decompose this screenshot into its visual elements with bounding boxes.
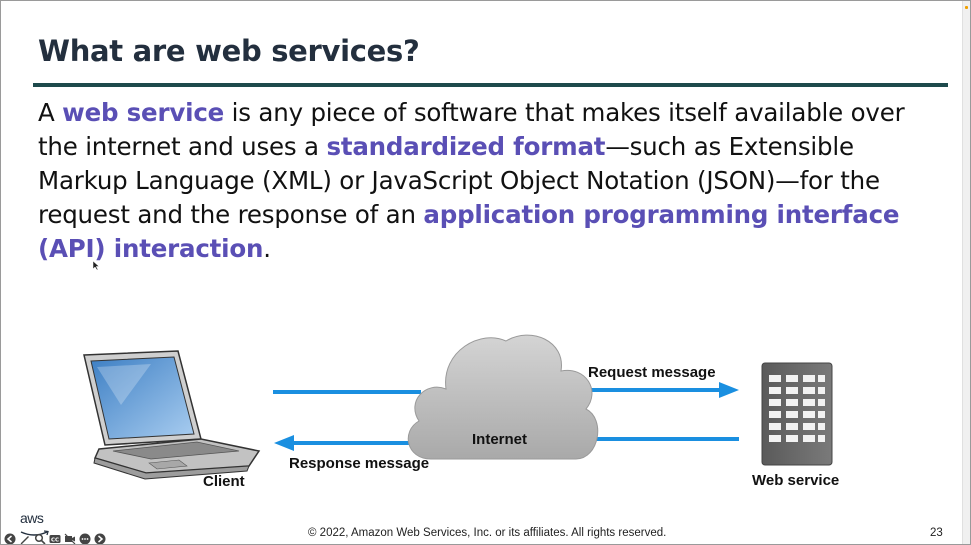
svg-text:CC: CC [51,537,59,543]
player-controls: CC [4,532,106,545]
copyright-footer: © 2022, Amazon Web Services, Inc. or its… [308,527,667,539]
title-underline [33,83,948,87]
web-service-term: web service [62,98,225,127]
body-text-segment: —such as Extensible Markup Language (XML… [38,132,880,229]
body-text-segment: . [263,234,271,263]
response-arrowhead [274,435,294,451]
web-service-diagram: Request message Internet Response messag… [1,321,970,501]
pen-icon[interactable] [19,533,31,544]
request-arrowhead [719,382,739,398]
web-service-label: Web service [752,472,840,489]
next-icon[interactable] [94,533,106,544]
more-options-icon[interactable] [79,533,91,544]
slide-title: What are web services? [38,34,420,68]
indicator-dot [965,6,968,9]
definition-paragraph: A web service is any piece of software t… [38,96,938,266]
standardized-format-term: standardized format [326,132,606,161]
zoom-icon[interactable] [34,533,46,544]
mouse-cursor-icon [93,261,99,270]
internet-label: Internet [472,431,528,448]
captions-icon[interactable]: CC [49,533,61,545]
laptop-icon [83,350,261,480]
diagram-graphic [83,334,833,480]
aws-logo: aws [20,510,54,536]
page-number: 23 [930,527,943,539]
previous-icon[interactable] [4,533,16,544]
aws-logo-text: aws [20,510,44,526]
api-interaction-term: application programming interface (API) … [38,200,900,263]
client-label: Client [203,473,245,490]
server-icon [761,362,833,466]
response-message-label: Response message [289,455,430,472]
body-text-segment: A [38,98,63,127]
no-video-icon[interactable] [64,533,76,545]
scrollbar[interactable] [962,1,970,544]
cloud-icon [407,334,599,460]
request-message-label: Request message [588,364,716,381]
aws-smile-icon [20,530,49,536]
body-text-segment: is any piece of software that makes itse… [38,98,905,161]
